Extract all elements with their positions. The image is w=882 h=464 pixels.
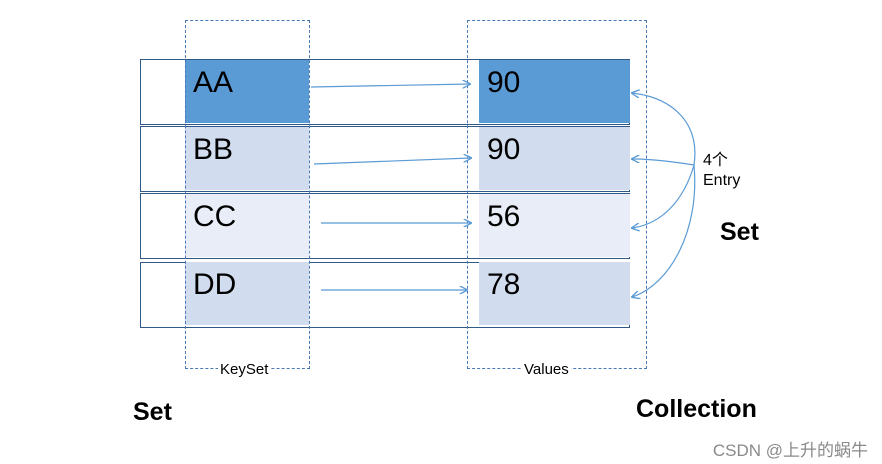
key-cell-cc: CC — [185, 194, 309, 257]
value-cell-3: 56 — [479, 194, 630, 257]
key-cell-bb: BB — [185, 127, 309, 190]
set-entries-label: Set — [720, 218, 759, 246]
set-keys-label: Set — [133, 398, 172, 426]
keyset-label: KeySet — [218, 361, 271, 378]
entry-word-label: Entry — [703, 172, 741, 189]
keyset-box — [185, 20, 310, 369]
entry-note: 4个 Entry — [703, 151, 740, 191]
key-cell-aa: AA — [185, 60, 309, 123]
entry-count-label: 4个 — [703, 152, 728, 169]
value-cell-4: 78 — [479, 262, 630, 325]
collection-values-label: Collection — [636, 395, 757, 423]
value-cell-2: 90 — [479, 127, 630, 190]
watermark: CSDN @上升的蜗牛 — [712, 441, 868, 460]
values-label: Values — [522, 361, 571, 378]
value-cell-1: 90 — [479, 60, 630, 123]
key-cell-dd: DD — [185, 262, 309, 325]
values-box — [467, 20, 647, 369]
